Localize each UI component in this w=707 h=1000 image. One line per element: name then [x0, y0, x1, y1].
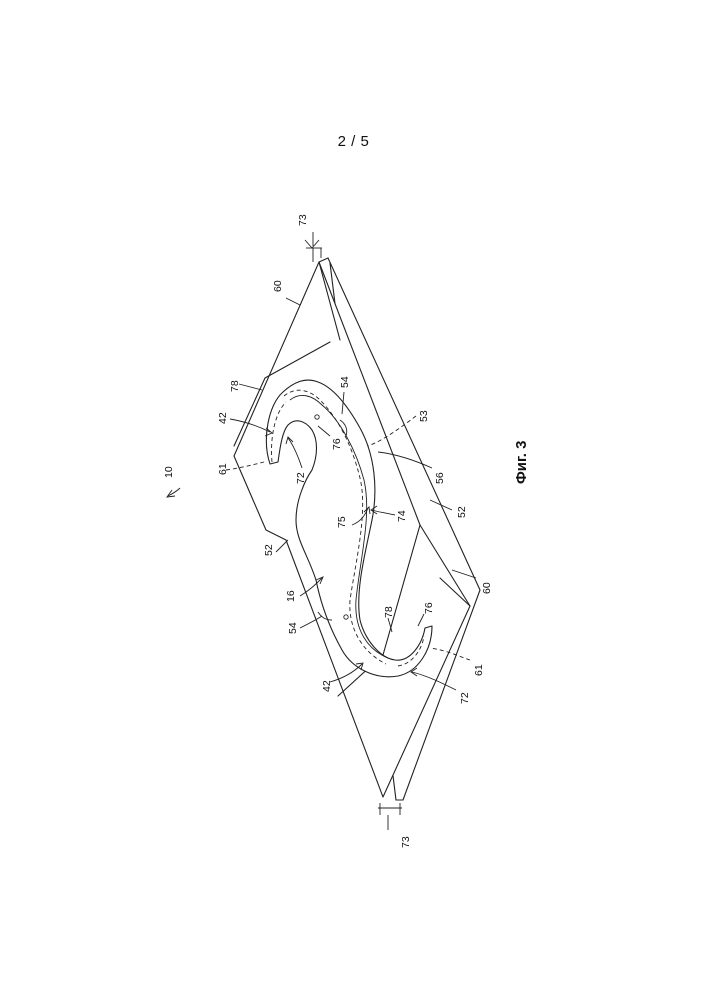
label-52-left: 52 — [263, 544, 275, 556]
label-10: 10 — [163, 466, 175, 478]
label-78-bottom: 78 — [383, 606, 395, 618]
label-60-bottom: 60 — [481, 582, 493, 594]
label-75: 75 — [336, 516, 348, 528]
label-53: 53 — [418, 410, 430, 422]
label-56: 56 — [434, 472, 446, 484]
label-42-bottom: 42 — [321, 680, 333, 692]
label-74: 74 — [396, 510, 408, 522]
label-61-bottom: 61 — [473, 664, 485, 676]
label-52-right: 52 — [456, 506, 468, 518]
label-54-top: 54 — [339, 376, 351, 388]
label-61-top: 61 — [217, 463, 229, 475]
label-73-bottom: 73 — [400, 836, 412, 848]
label-76-top: 76 — [331, 438, 343, 450]
label-78-top: 78 — [229, 380, 241, 392]
figure-caption: Фиг. 3 — [513, 441, 530, 484]
label-76-bottom: 76 — [423, 602, 435, 614]
label-72-top: 72 — [295, 472, 307, 484]
label-73-top: 73 — [297, 214, 309, 226]
label-72-bottom: 72 — [459, 692, 471, 704]
label-54-bottom: 54 — [287, 622, 299, 634]
label-60-top: 60 — [272, 280, 284, 292]
label-16: 16 — [285, 590, 297, 602]
label-42-top: 42 — [217, 412, 229, 424]
